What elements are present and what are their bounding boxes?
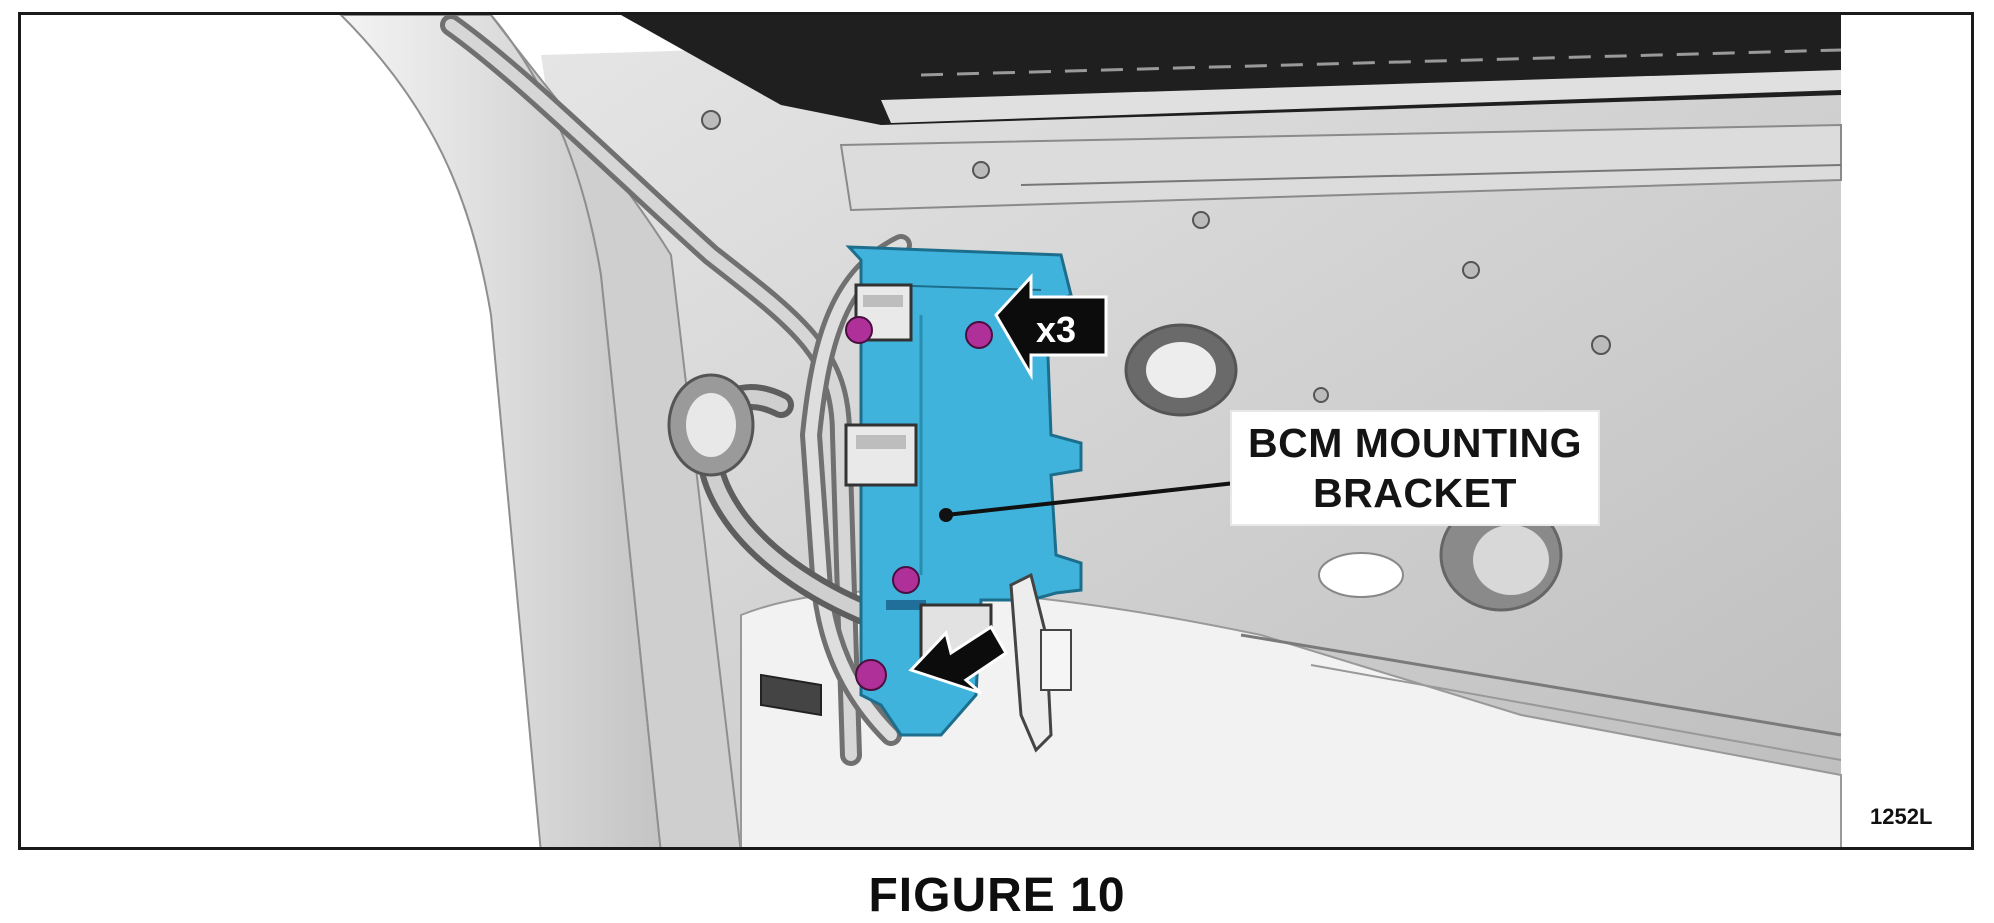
fastener-3 xyxy=(892,566,920,594)
fastener-4 xyxy=(855,659,887,691)
fastener-2 xyxy=(965,321,993,349)
illustration-frame: x3 xyxy=(18,12,1974,850)
figure-title: FIGURE 10 xyxy=(868,869,1126,922)
bracket-callout: BCM MOUNTING BRACKET xyxy=(1230,410,1600,526)
reference-code: 1252L xyxy=(1870,804,1933,829)
bracket-label-line2: BRACKET xyxy=(1313,470,1517,516)
arrow-x3 xyxy=(994,273,1108,381)
fastener-count-label: x3 xyxy=(1036,309,1077,350)
bracket-label-line1: BCM MOUNTING xyxy=(1248,420,1582,466)
arrow-lower xyxy=(908,624,1008,695)
connector-middle xyxy=(844,423,918,487)
callout-leader-line xyxy=(945,479,1254,517)
vehicle-illustration xyxy=(21,15,1971,847)
fastener-1 xyxy=(845,316,873,344)
